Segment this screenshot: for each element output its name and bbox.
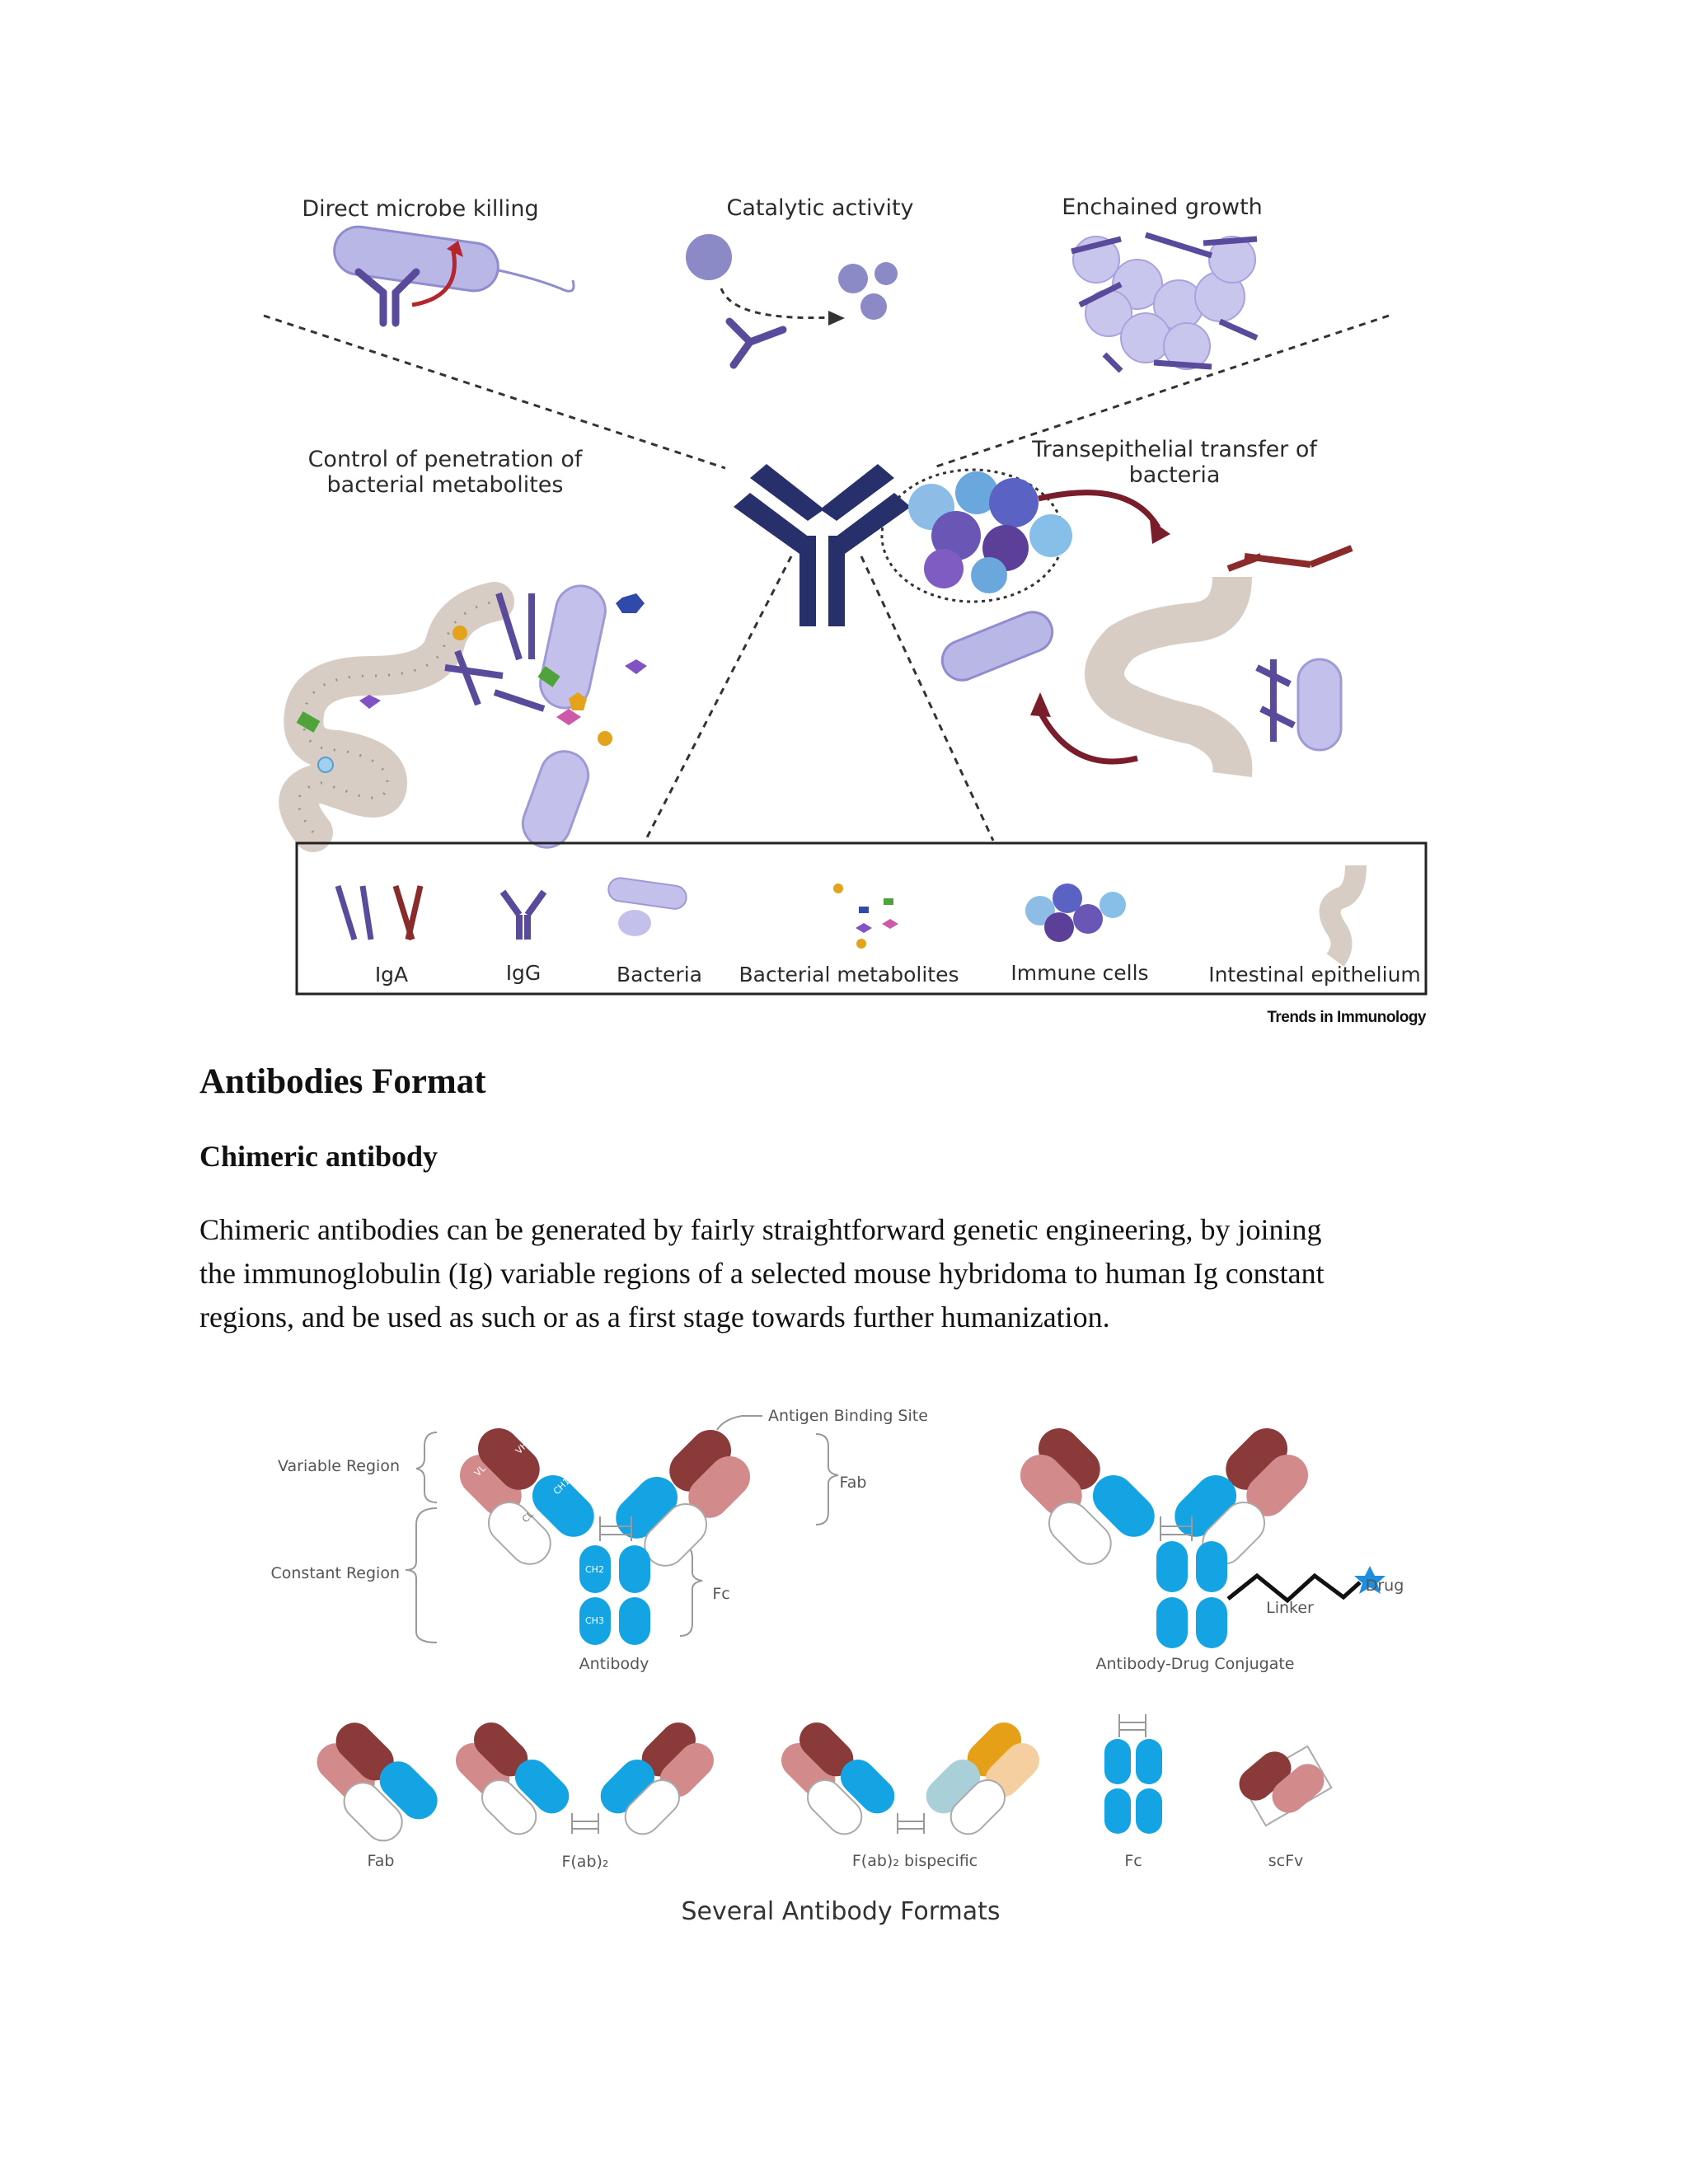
curved-arrow-icon bbox=[1038, 490, 1161, 529]
label-enchained-growth: Enchained growth bbox=[1062, 194, 1263, 220]
format-label-fab: Fab bbox=[367, 1852, 395, 1870]
iga-chain-icon bbox=[1071, 232, 1259, 373]
body-paragraph: Chimeric antibodies can be generated by … bbox=[199, 1208, 1535, 1339]
format-label-fab2-bispecific: F(ab)₂ bispecific bbox=[851, 1852, 978, 1870]
paragraph-line: the immunoglobulin (Ig) variable regions… bbox=[199, 1257, 1325, 1290]
constant-region-brace bbox=[405, 1507, 438, 1643]
intestinal-epithelium-icon bbox=[1085, 575, 1253, 777]
legend-label-igg: IgG bbox=[505, 961, 542, 985]
format-label-fc: Fc bbox=[1124, 1852, 1142, 1870]
intestinal-epithelium-icon bbox=[279, 582, 514, 852]
constant-region-label: Constant Region bbox=[270, 1564, 401, 1582]
legend-label-intestinal-epithelium: Intestinal epithelium bbox=[1208, 963, 1421, 987]
legend-box bbox=[295, 841, 1428, 996]
ch2-label: CH2 bbox=[585, 1564, 604, 1575]
iga-dimer-icon bbox=[1226, 545, 1353, 572]
fab-diagram bbox=[316, 1722, 438, 1842]
variable-region-label: Variable Region bbox=[277, 1457, 400, 1475]
fc-diagram bbox=[1104, 1714, 1162, 1834]
iga-dimer-icon bbox=[1255, 659, 1296, 742]
label-control-penetration-2: bacterial metabolites bbox=[326, 472, 564, 498]
paragraph-line: regions, and be used as such or as a fir… bbox=[199, 1301, 1110, 1333]
figure-antibody-formats: VH VL CL CH1 CH2 CH3 Variable Region Con… bbox=[247, 1385, 1434, 1945]
bacterial-metabolites-icon bbox=[296, 593, 647, 773]
antigen-site-bracket bbox=[716, 1415, 762, 1431]
bacterium-icon bbox=[940, 611, 1343, 752]
label-transepithelial-1: Transepithelial transfer of bbox=[1032, 437, 1317, 462]
source-credit: Trends in Immunology bbox=[1267, 1009, 1426, 1026]
legend-iga-icon bbox=[335, 884, 424, 941]
fab-region-label: Fab bbox=[839, 1474, 867, 1492]
scfv-diagram bbox=[1239, 1745, 1333, 1827]
linker-chain bbox=[1226, 1572, 1362, 1604]
paragraph-line: Chimeric antibodies can be generated by … bbox=[199, 1213, 1322, 1246]
catalysis-molecules-icon bbox=[686, 234, 898, 320]
legend-label-bacterial-metabolites: Bacterial metabolites bbox=[738, 963, 959, 987]
legend-label-immune-cells: Immune cells bbox=[1010, 961, 1149, 985]
format-label-fab2: F(ab)₂ bbox=[561, 1853, 609, 1871]
antibody-diagram bbox=[459, 1427, 751, 1645]
figure-caption: Several Antibody Formats bbox=[681, 1897, 1001, 1926]
subsection-heading: Chimeric antibody bbox=[199, 1140, 438, 1173]
iga-dimer-icon bbox=[444, 592, 546, 712]
format-label-scfv: scFv bbox=[1268, 1852, 1304, 1870]
immune-cells-icon bbox=[908, 471, 1072, 593]
variable-region-brace bbox=[415, 1432, 438, 1503]
legend-igg-icon bbox=[499, 889, 547, 940]
red-arrow-icon bbox=[411, 251, 457, 307]
section-heading: Antibodies Format bbox=[199, 1062, 486, 1101]
drug-star-icon bbox=[1354, 1566, 1386, 1594]
legend-immune-cells-icon bbox=[1025, 883, 1126, 942]
fab2-diagram bbox=[455, 1722, 715, 1835]
label-transepithelial-2: bacteria bbox=[1128, 462, 1221, 488]
label-control-penetration-1: Control of penetration of bbox=[307, 447, 583, 472]
legend-epithelium-icon bbox=[1319, 865, 1367, 967]
ch3-label: CH3 bbox=[585, 1615, 604, 1626]
antibody-label: Antibody bbox=[579, 1655, 649, 1673]
igg-icon bbox=[354, 268, 420, 327]
antibody-formats-illustration: VH VL CL CH1 CH2 CH3 bbox=[316, 1415, 1386, 1842]
immune-functions-illustration bbox=[263, 225, 1428, 996]
figure-immune-functions: Direct microbe killing Catalytic activit… bbox=[247, 181, 1451, 1030]
label-catalytic-activity: Catalytic activity bbox=[726, 195, 914, 221]
legend-label-bacteria: Bacteria bbox=[617, 963, 702, 987]
antibody-drug-conjugate-diagram bbox=[1020, 1427, 1386, 1648]
fab2-bispecific-diagram bbox=[781, 1722, 1040, 1835]
curved-arrow-icon bbox=[1035, 707, 1138, 765]
legend-label-iga: IgA bbox=[374, 963, 409, 987]
drug-label: Drug bbox=[1365, 1577, 1404, 1595]
bacterial-chain-cluster-icon bbox=[1072, 236, 1256, 370]
fc-brace bbox=[679, 1544, 703, 1637]
fc-region-label: Fc bbox=[712, 1585, 730, 1603]
central-igg-icon bbox=[734, 464, 911, 626]
legend-metabolites-icon bbox=[833, 883, 898, 949]
igg-icon bbox=[725, 317, 787, 369]
dashed-arrow-icon bbox=[720, 288, 833, 320]
fab-brace bbox=[815, 1433, 839, 1526]
linker-label: Linker bbox=[1266, 1599, 1314, 1617]
label-direct-microbe-killing: Direct microbe killing bbox=[302, 196, 539, 222]
legend-bacteria-icon bbox=[607, 877, 687, 936]
adc-label: Antibody-Drug Conjugate bbox=[1095, 1655, 1295, 1673]
antigen-binding-site-label: Antigen Binding Site bbox=[768, 1407, 928, 1425]
